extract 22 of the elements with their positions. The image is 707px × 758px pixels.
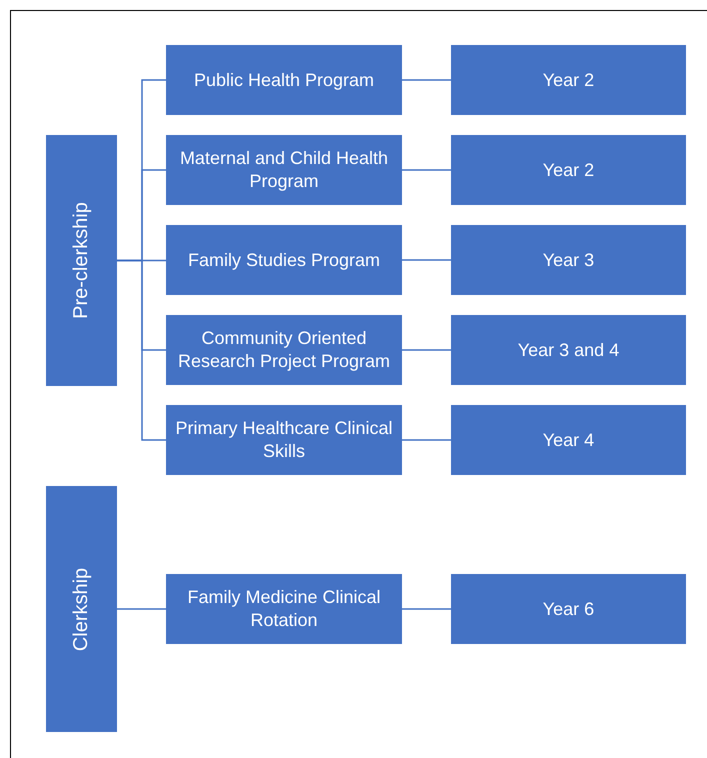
connector-line (402, 349, 451, 351)
connector-line (402, 439, 451, 441)
connector-line (402, 79, 451, 81)
program-box: Public Health Program (166, 45, 402, 115)
connector-line (402, 608, 451, 610)
phase-box: Pre-clerkship (46, 135, 117, 386)
phase-box: Clerkship (46, 486, 117, 732)
program-box: Year 4 (451, 405, 686, 475)
program-box: Year 3 (451, 225, 686, 295)
program-box: Year 2 (451, 135, 686, 205)
connector-line (402, 259, 451, 261)
program-box: Year 6 (451, 574, 686, 644)
program-box: Year 3 and 4 (451, 315, 686, 385)
connector-line (117, 260, 166, 441)
program-box: Year 2 (451, 45, 686, 115)
program-box: Family Medicine Clinical Rotation (166, 574, 402, 644)
program-box: Community Oriented Research Project Program (166, 315, 402, 385)
connector-line (117, 608, 166, 610)
program-box: Family Studies Program (166, 225, 402, 295)
connector-line (402, 169, 451, 171)
program-box: Primary Healthcare Clinical Skills (166, 405, 402, 475)
program-box: Maternal and Child Health Program (166, 135, 402, 205)
